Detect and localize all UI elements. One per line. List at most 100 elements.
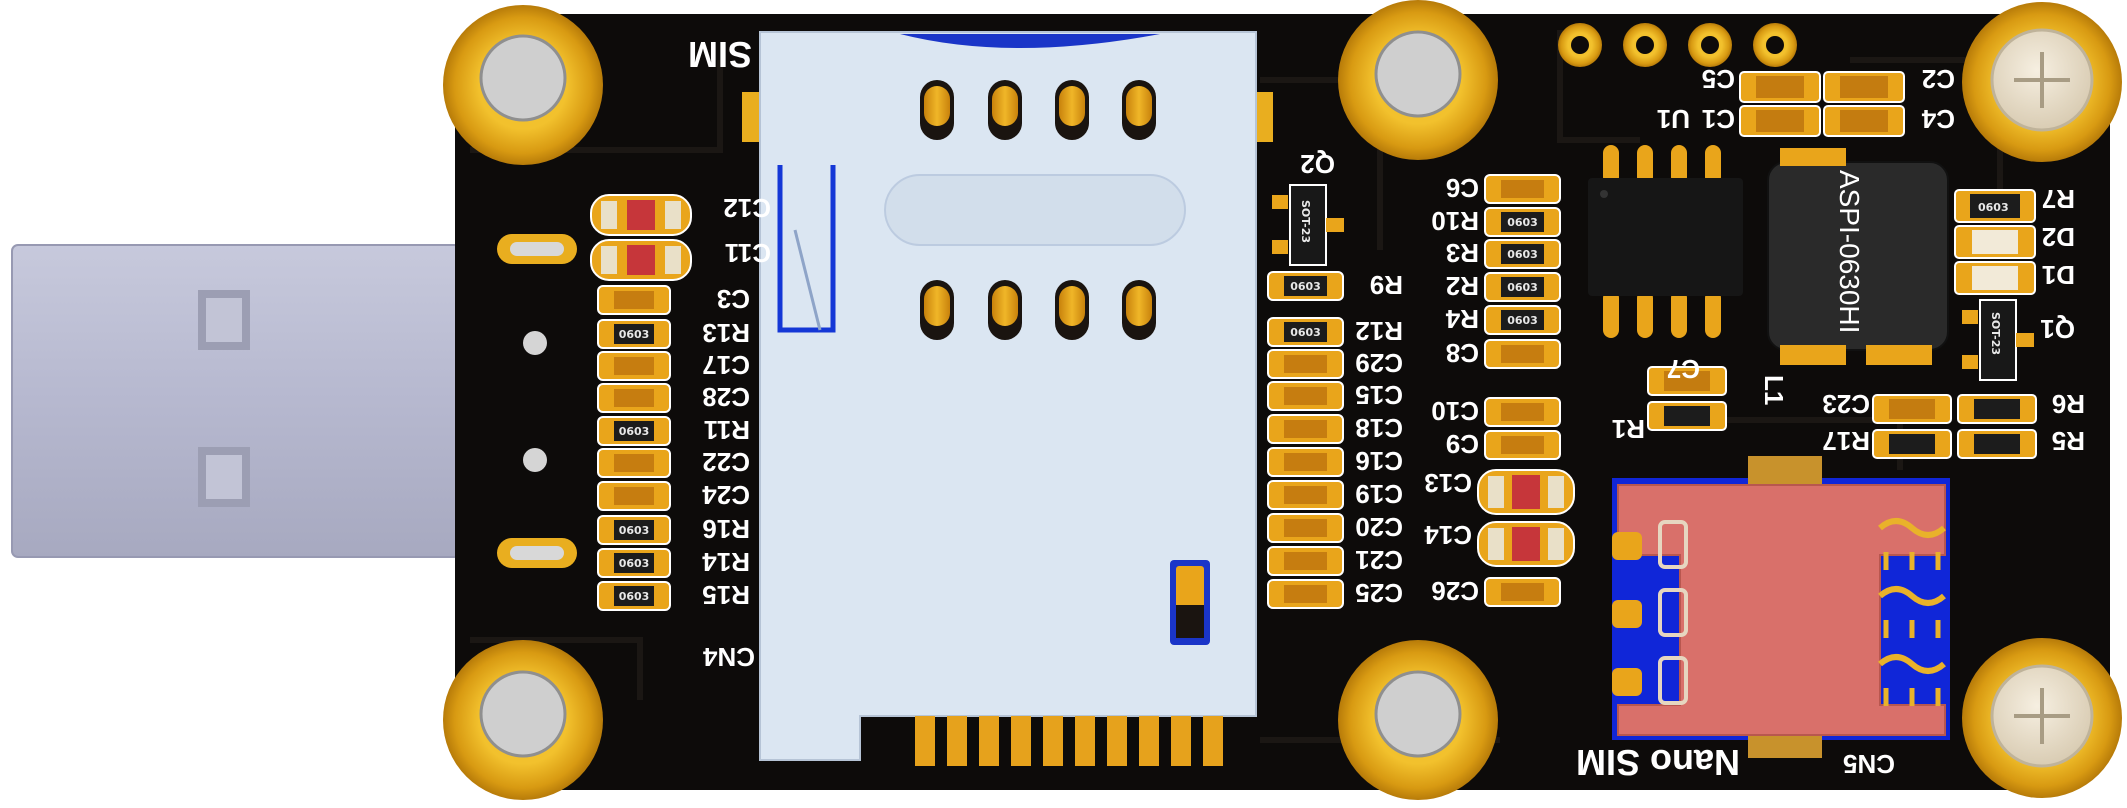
sim-bottom-pins — [915, 716, 1223, 766]
u1-ic — [1588, 145, 1743, 338]
component-c8: C8 — [1446, 338, 1561, 369]
package-label: 0603 — [619, 524, 650, 537]
ref-label-c10: C10 — [1431, 396, 1479, 426]
cn5-label: CN5 — [1843, 749, 1895, 779]
ref-label-r12: R12 — [1355, 316, 1403, 346]
component-c19: C19 — [1267, 479, 1403, 510]
ref-label-c26: C26 — [1431, 576, 1479, 606]
ref-label-c25: C25 — [1355, 578, 1403, 608]
ref-label-c28: C28 — [702, 382, 750, 412]
d1-label: D1 — [2042, 260, 2075, 290]
ref-label-c12: C12 — [723, 193, 771, 223]
ref-label-r10: R10 — [1431, 206, 1479, 236]
component-c12: C12 — [590, 193, 771, 236]
ref-label-c16: C16 — [1355, 446, 1403, 476]
package-label: 0603 — [1507, 216, 1538, 229]
component-r14: 0603 R14 — [597, 547, 750, 578]
component-c24: C24 — [597, 480, 750, 511]
q2-label: Q2 — [1300, 149, 1335, 179]
top-right-ref-labels: C5 C2 C1 C4 U1 R7 D2 D1 Q1 Q2 L1 R1 C7 C… — [1300, 64, 2085, 456]
c7-label: C7 — [1667, 354, 1700, 384]
ref-label-c19: C19 — [1355, 479, 1403, 509]
component-c18: C18 — [1267, 413, 1403, 444]
ref-label-r9: R9 — [1370, 270, 1403, 300]
component-r10: 0603 R10 — [1431, 206, 1561, 237]
ref-label-c13: C13 — [1424, 468, 1472, 498]
ref-label-c11: C11 — [725, 238, 771, 268]
component-c21: C21 — [1267, 545, 1403, 576]
mount-hole-bottom-left — [443, 640, 603, 800]
ref-label-r14: R14 — [702, 547, 750, 577]
package-label: 0603 — [1507, 281, 1538, 294]
c23-label: C23 — [1822, 389, 1870, 419]
l1-label: L1 — [1759, 375, 1789, 405]
r7-label: R7 — [2042, 184, 2075, 214]
c1-label: C1 — [1702, 104, 1735, 134]
r6-label: R6 — [2052, 389, 2085, 419]
via-pads-top — [1558, 23, 1797, 67]
ref-label-c8: C8 — [1446, 338, 1479, 368]
u1-label: U1 — [1657, 104, 1690, 134]
q2-package-label: SOT-23 — [1299, 200, 1312, 243]
ref-label-r15: R15 — [702, 580, 750, 610]
mount-hole-top-mid — [1338, 0, 1498, 160]
nano-sim-label: Nano SIM — [1576, 742, 1740, 783]
r7-package-label: 0603 — [1978, 201, 2009, 214]
c4-label: C4 — [1921, 104, 1955, 134]
component-c26: C26 — [1431, 576, 1561, 607]
q2-transistor: SOT-23 — [1272, 184, 1344, 266]
package-label: 0603 — [619, 557, 650, 570]
package-label: 0603 — [1507, 248, 1538, 261]
right-component-column: C60603R100603R30603R20603R4C8C10C9C13C14… — [1424, 173, 1575, 607]
r7-d2-d1-parts: 0603 — [1954, 189, 2036, 295]
component-c13: C13 — [1424, 468, 1575, 515]
component-c28: C28 — [597, 382, 750, 413]
component-c10: C10 — [1431, 396, 1561, 427]
cn4-label: CN4 — [702, 642, 755, 672]
mount-hole-top-left — [443, 5, 603, 165]
package-label: 0603 — [1507, 314, 1538, 327]
ref-label-c18: C18 — [1355, 413, 1403, 443]
ref-label-r16: R16 — [702, 514, 750, 544]
mount-hole-bottom-mid — [1338, 640, 1498, 800]
component-c17: C17 — [597, 350, 750, 381]
package-label: 0603 — [1290, 280, 1321, 293]
top-right-caps — [1739, 71, 1905, 137]
c2-label: C2 — [1922, 64, 1955, 94]
component-c11: C11 — [590, 238, 771, 281]
ref-label-c24: C24 — [702, 480, 750, 510]
ref-label-c17: C17 — [702, 350, 750, 380]
component-c16: C16 — [1267, 446, 1403, 477]
package-label: 0603 — [619, 590, 650, 603]
component-c25: C25 — [1267, 578, 1403, 609]
lower-right-small-parts — [1647, 366, 2037, 459]
mount-screw-bottom-right — [1962, 638, 2122, 798]
ref-label-c21: C21 — [1355, 545, 1403, 575]
d2-label: D2 — [2042, 222, 2075, 252]
r5-label: R5 — [2052, 426, 2085, 456]
ref-label-c14: C14 — [1424, 520, 1472, 550]
package-label: 0603 — [619, 328, 650, 341]
sim-label: SIM — [688, 34, 752, 75]
component-r13: 0603 R13 — [597, 318, 750, 349]
sim-contacts — [920, 80, 1156, 340]
component-r9: 0603 R9 — [1267, 270, 1403, 301]
ref-label-c9: C9 — [1446, 429, 1479, 459]
r17-label: R17 — [1822, 426, 1870, 456]
component-c9: C9 — [1446, 429, 1561, 460]
component-r15: 0603 R15 — [597, 580, 750, 611]
ref-label-r13: R13 — [702, 318, 750, 348]
component-r16: 0603 R16 — [597, 514, 750, 545]
nano-sim-holder — [1612, 456, 1950, 758]
inductor-label: ASPI-0630HI — [1834, 170, 1865, 333]
ref-label-r11: R11 — [704, 415, 750, 445]
